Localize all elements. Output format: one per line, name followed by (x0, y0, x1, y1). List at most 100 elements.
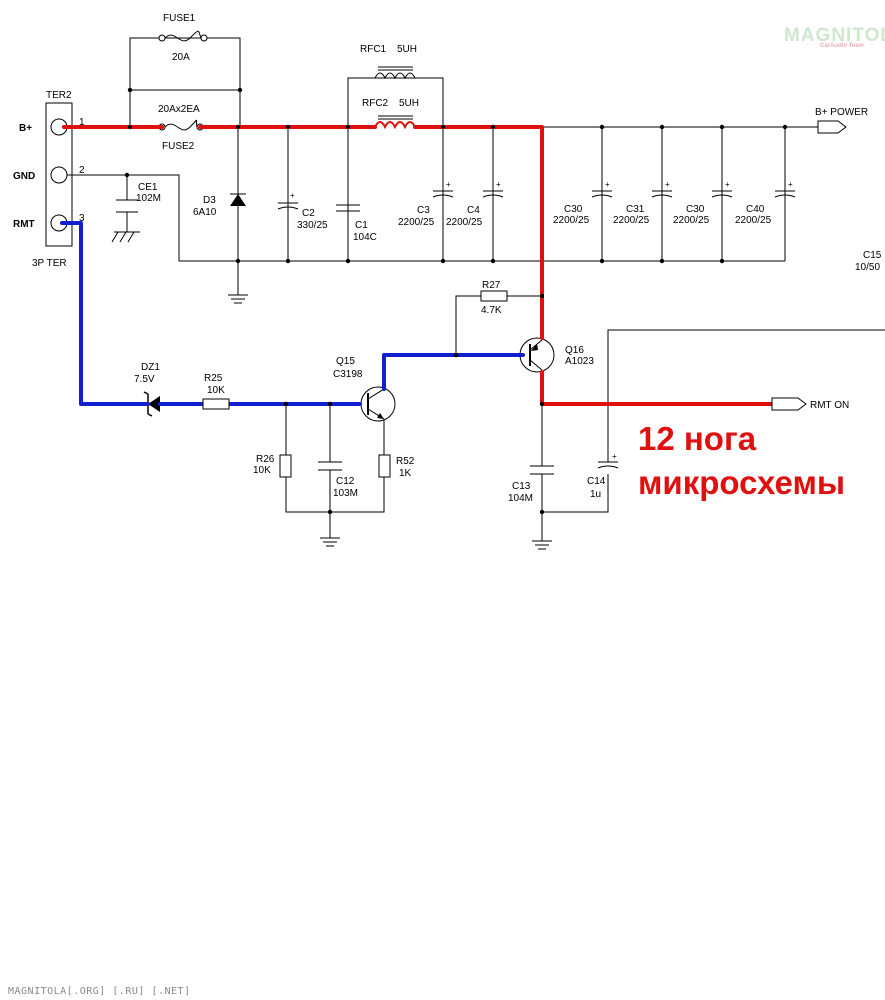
c1: C1 104C (336, 204, 377, 243)
q15: Q15 C3198 (333, 356, 396, 422)
fuse1-pin (200, 34, 208, 42)
logo-subtitle: CarAudio Team (820, 43, 864, 49)
c1-plates (336, 204, 360, 212)
c31: + C31 2200/25 (613, 180, 673, 226)
ce1-plates (116, 199, 138, 213)
fuse1-pin (158, 34, 166, 42)
c12-ref: C12 (336, 476, 355, 487)
r27-leads (455, 295, 542, 355)
pin-2-name: GND (13, 171, 35, 182)
c14: + C14 1u (587, 452, 619, 500)
r26: R26 10K (253, 454, 292, 478)
q15-ref: Q15 (336, 356, 355, 367)
c14-value: 1u (590, 489, 601, 500)
c2-polarity: + (290, 191, 295, 200)
c2: + C2 330/25 (277, 191, 328, 231)
c30-b: + C30 2200/25 (673, 180, 733, 226)
c3-value: 2200/25 (398, 217, 435, 228)
d3: D3 6A10 (193, 193, 246, 218)
c30b-plates (711, 190, 733, 198)
junction-dot (539, 509, 545, 515)
c40-plates (774, 190, 796, 198)
junction-dot (490, 258, 496, 264)
q16-value: A1023 (565, 356, 594, 367)
q15-lower-network (285, 404, 385, 513)
c31-value: 2200/25 (613, 215, 650, 226)
r27-ref: R27 (482, 280, 501, 291)
rfc2: RFC2 5UH (362, 98, 419, 130)
junction-dot (285, 124, 291, 130)
c3: + C3 2200/25 (398, 180, 454, 228)
rfc1-coil (374, 72, 416, 80)
r52: R52 1K (378, 454, 415, 479)
pin-2-terminal (50, 166, 68, 184)
c15-value: 10/50 (855, 262, 880, 273)
junction-dot (539, 401, 545, 407)
junction-dot (235, 124, 241, 130)
junction-dot (327, 509, 333, 515)
rfc1-core (378, 66, 413, 71)
d3-ref: D3 (203, 195, 216, 206)
r52-ref: R52 (396, 456, 415, 467)
junction-dot (345, 258, 351, 264)
r27: R27 4.7K (480, 280, 508, 316)
junction-dot (237, 87, 243, 93)
fuse1-element (164, 30, 202, 42)
q16-ref: Q16 (565, 345, 584, 356)
junction-dot (599, 124, 605, 130)
c2-ref: C2 (302, 208, 315, 219)
junction-dot (127, 87, 133, 93)
ground-icon (320, 534, 340, 547)
junction-dot (539, 293, 545, 299)
ground-icon (228, 290, 248, 304)
pin-3-number: 3 (79, 213, 85, 224)
rmt-port-label: RMT ON (810, 400, 849, 411)
q16-leads (529, 339, 543, 371)
footer-text: MAGNITOLA[.ORG] [.RU] [.NET] (8, 986, 191, 997)
magnitola-logo: MAGNITOLA CarAudio Team (784, 25, 885, 49)
q15-value: C3198 (333, 369, 363, 380)
ce1-ref: CE1 (138, 182, 158, 193)
bplus-trace-q16 (413, 125, 544, 340)
rmt-port-arrow (771, 397, 807, 411)
c4-plates (482, 190, 504, 198)
c30b-polarity: + (725, 180, 730, 189)
junction-dot (782, 124, 788, 130)
junction-dot (327, 401, 333, 407)
c13-ref: C13 (512, 481, 531, 492)
d3-value: 6A10 (193, 207, 217, 218)
annotation-line-1: 12 нога (638, 420, 757, 457)
junction-dot (285, 258, 291, 264)
ground-rail (67, 174, 785, 262)
c30a-polarity: + (605, 180, 610, 189)
c2-value: 330/25 (297, 220, 328, 231)
q16-body (519, 337, 555, 373)
c30a-value: 2200/25 (553, 215, 590, 226)
dz1-triangle (148, 396, 160, 412)
junction-dot (659, 124, 665, 130)
bplus-port-arrow (817, 120, 847, 134)
fuse-rails (129, 37, 241, 127)
r25-value: 10K (207, 385, 225, 396)
connector-ref: TER2 (46, 90, 72, 101)
c13-value: 104M (508, 493, 533, 504)
c30a-plates (591, 190, 613, 198)
dz1-value: 7.5V (134, 374, 155, 385)
r52-body (378, 454, 391, 478)
rmt-on-trace (540, 370, 774, 406)
c31-ref: C31 (626, 204, 645, 215)
ce1: CE1 102M (116, 182, 161, 213)
c3-ref: C3 (417, 205, 430, 216)
c31-plates (651, 190, 673, 198)
q15-body (360, 386, 396, 422)
c30-a: + C30 2200/25 (553, 180, 613, 226)
c3-polarity: + (446, 180, 451, 189)
logo-title: MAGNITOLA (784, 25, 885, 46)
r25: R25 10K (204, 373, 225, 396)
rfc2-value: 5UH (399, 98, 419, 109)
c14-plates (597, 461, 619, 469)
c40-ref: C40 (746, 204, 765, 215)
pin-2-number: 2 (79, 165, 85, 176)
q15-emitter-arrow (377, 413, 384, 419)
c14-polarity: + (612, 452, 617, 461)
